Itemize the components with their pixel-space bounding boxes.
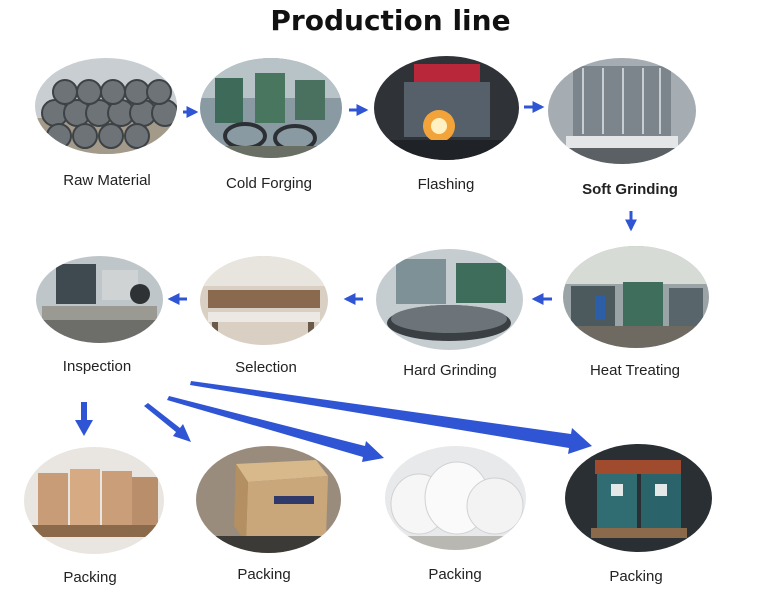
- step-label-hard-grinding: Hard Grinding: [403, 362, 497, 379]
- carton-box-photo: [196, 446, 341, 553]
- hard-grinding-photo: [376, 249, 523, 350]
- arrow-inspection-to-packing-4: [190, 381, 592, 454]
- page-title: Production line: [270, 4, 511, 37]
- step-label-inspection: Inspection: [62, 358, 132, 375]
- step-label-heat-treating: Heat Treating: [589, 362, 681, 379]
- wire-coils-photo: [35, 58, 177, 154]
- arrow-inspection-to-packing-3: [167, 396, 384, 462]
- fiber-drums-photo: [24, 447, 164, 554]
- packing-label-1: Packing: [63, 569, 117, 586]
- white-bags-photo: [385, 446, 526, 550]
- step-label-raw-material: Raw Material: [63, 172, 151, 189]
- packing-label-4: Packing: [609, 568, 663, 585]
- step-label-selection: Selection: [235, 359, 297, 376]
- steel-drums-photo: [565, 444, 712, 552]
- arrow-inspection-to-packing-1: [75, 402, 93, 436]
- step-label-cold-forging: Cold Forging: [226, 175, 312, 192]
- packing-label-2: Packing: [237, 566, 291, 583]
- packing-label-3: Packing: [428, 566, 482, 583]
- arrow-inspection-to-packing-2: [144, 403, 191, 442]
- inspection-bench-photo: [36, 256, 163, 343]
- step-label-soft-grinding: Soft Grinding: [582, 181, 678, 198]
- step-label-flashing: Flashing: [417, 176, 475, 193]
